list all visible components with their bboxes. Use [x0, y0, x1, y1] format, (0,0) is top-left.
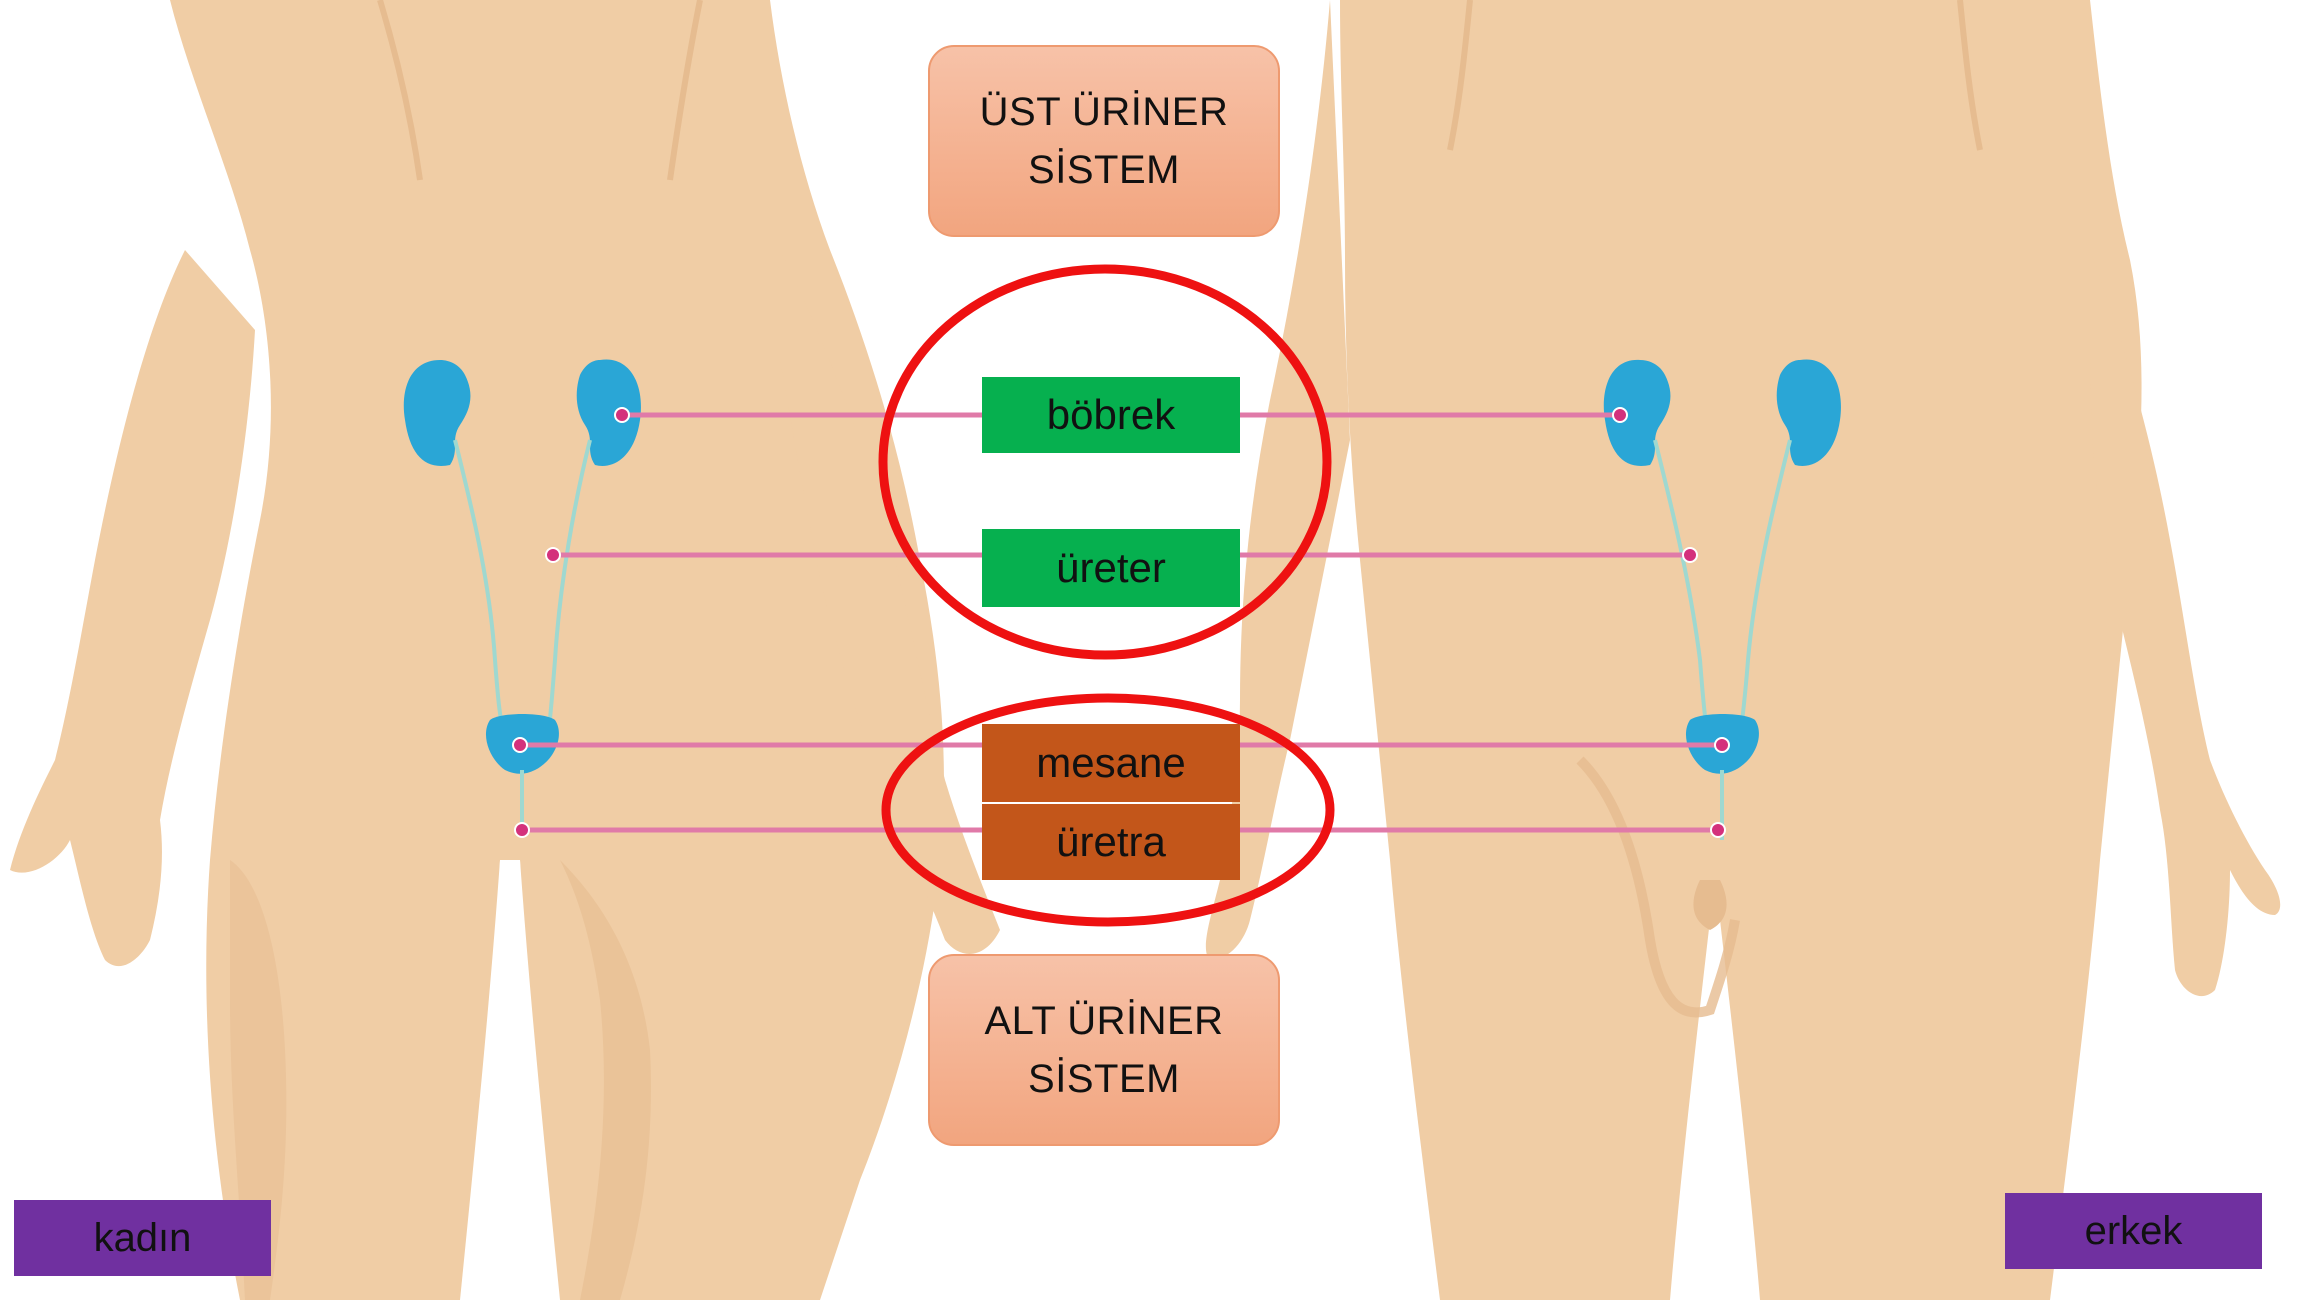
bladder-label: mesane [982, 724, 1240, 802]
female-body [10, 0, 1000, 1300]
male-body [1206, 0, 2280, 1300]
kidney-label: böbrek [982, 377, 1240, 453]
urethra-label: üretra [982, 804, 1240, 880]
ureter-label: üreter [982, 529, 1240, 607]
male-figure-label: erkek [2005, 1193, 2262, 1269]
upper-urinary-system-label: ÜST ÜRİNER SİSTEM [928, 45, 1280, 237]
lower-urinary-system-label: ALT ÜRİNER SİSTEM [928, 954, 1280, 1146]
female-figure-label: kadın [14, 1200, 271, 1276]
